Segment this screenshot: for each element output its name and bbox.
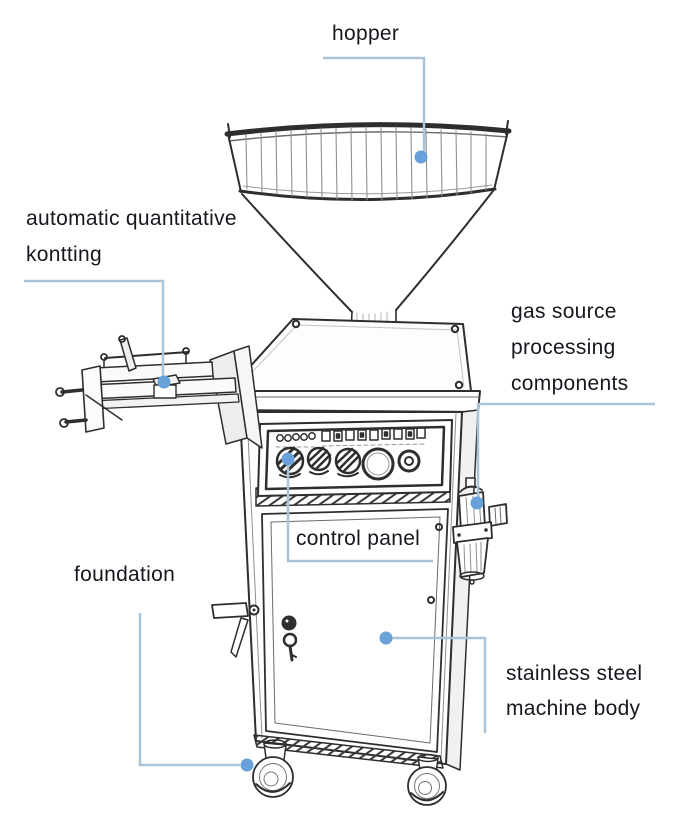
label-line: gas source bbox=[511, 300, 617, 323]
door-hinge-bottom bbox=[427, 596, 435, 604]
machine-body-anchor-dot bbox=[379, 631, 393, 645]
hopper-ribs bbox=[245, 126, 487, 201]
caster-left-sketch bbox=[252, 739, 294, 798]
indicator-lights bbox=[276, 432, 316, 442]
label-knotting: automatic quantitative kontting bbox=[26, 201, 237, 273]
label-control-panel: control panel bbox=[296, 521, 420, 557]
label-text: foundation bbox=[74, 563, 176, 586]
caster-right-sketch bbox=[407, 753, 447, 806]
label-line: stainless steel bbox=[506, 662, 643, 685]
label-text: hopper bbox=[332, 22, 400, 45]
label-line: processing bbox=[511, 336, 616, 359]
label-machine-body: stainless steel machine body bbox=[506, 656, 642, 726]
gas-anchor-dot bbox=[470, 496, 484, 510]
gas-leader-line bbox=[476, 402, 655, 497]
label-foundation: foundation bbox=[74, 557, 175, 593]
foundation-anchor-dot bbox=[240, 758, 254, 772]
door-lock-key bbox=[281, 615, 298, 662]
label-line: kontting bbox=[26, 243, 102, 266]
label-text: control panel bbox=[296, 527, 421, 550]
machine-top-sketch bbox=[225, 318, 481, 413]
hopper-sketch bbox=[224, 120, 512, 333]
control-panel-anchor-dot bbox=[281, 452, 295, 466]
knotting-leader-line bbox=[24, 279, 165, 376]
label-hopper: hopper bbox=[332, 16, 399, 52]
control-panel-leader-line bbox=[286, 464, 433, 563]
door-sketch bbox=[261, 508, 449, 753]
foundation-leader-line bbox=[138, 613, 240, 767]
knotting-anchor-dot bbox=[157, 375, 171, 389]
control-panel-sketch bbox=[257, 419, 453, 497]
side-lever-sketch bbox=[211, 602, 260, 658]
label-line: components bbox=[511, 372, 629, 395]
machine-body-leader-line bbox=[392, 636, 487, 733]
label-gas-source: gas source processing components bbox=[511, 294, 628, 402]
knotting-arm-sketch bbox=[55, 335, 263, 449]
hopper-anchor-dot bbox=[414, 150, 428, 164]
label-line: machine body bbox=[506, 697, 641, 720]
label-line: automatic quantitative bbox=[26, 207, 237, 230]
hopper-leader-line bbox=[323, 56, 426, 152]
callout-lines bbox=[24, 56, 655, 772]
switch-row bbox=[321, 427, 426, 442]
door-hinge-top bbox=[435, 523, 443, 531]
